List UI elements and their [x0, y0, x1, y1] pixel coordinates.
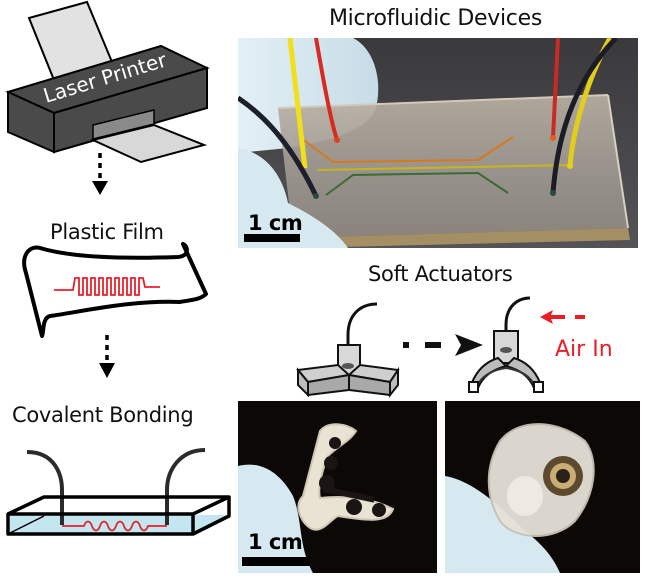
device-top	[6, 495, 231, 516]
red-tube-left	[314, 38, 339, 141]
actuator-scale-bar	[242, 557, 310, 566]
actuator-diagram: Air In	[296, 296, 613, 398]
soft-actuators-title: Soft Actuators	[368, 262, 513, 286]
paper-output-sheet	[89, 123, 208, 164]
actuator-inflated	[468, 296, 544, 393]
actuator-gripping-photo	[445, 401, 640, 573]
arrow-right-icon	[403, 334, 483, 356]
red-serpentine-channel	[54, 277, 160, 296]
inlet-tube	[26, 450, 64, 525]
orange-channel	[300, 136, 514, 164]
glove	[238, 464, 313, 573]
actuator-relaxed	[296, 302, 400, 398]
green-channel	[325, 171, 509, 196]
black-tube-right	[550, 38, 618, 194]
actuator-scale-label: 1 cm	[248, 530, 303, 554]
microfluidic-devices-title: Microfluidic Devices	[329, 6, 542, 31]
bonded-device-illustration	[6, 448, 231, 536]
laser-printer-illustration: Laser Printer	[5, 0, 210, 195]
microfluidic-device-photo: 1 cm	[238, 38, 638, 248]
glove-lower	[238, 148, 348, 248]
actuator-relaxed-photo: 1 cm	[238, 401, 437, 573]
air-inflow-arrow-icon	[540, 310, 585, 324]
yellow-channel	[317, 164, 572, 171]
black-tube-left	[238, 95, 319, 198]
red-serpentine-channel	[62, 520, 167, 532]
covalent-bonding-label: Covalent Bonding	[12, 403, 194, 427]
plastic-film-illustration	[22, 242, 208, 378]
microfluidic-scale-label: 1 cm	[248, 211, 303, 235]
microfluidic-scale-bar	[244, 234, 300, 242]
printer-side-face	[7, 90, 55, 154]
air-in-label: Air In	[555, 337, 613, 362]
red-tube-right	[551, 38, 560, 139]
arrow-down-icon	[92, 153, 108, 195]
outlet-tube	[165, 448, 206, 525]
yellow-tube-left	[287, 38, 308, 169]
plastic-film-label: Plastic Film	[50, 220, 164, 244]
arrow-down-icon	[99, 335, 115, 378]
